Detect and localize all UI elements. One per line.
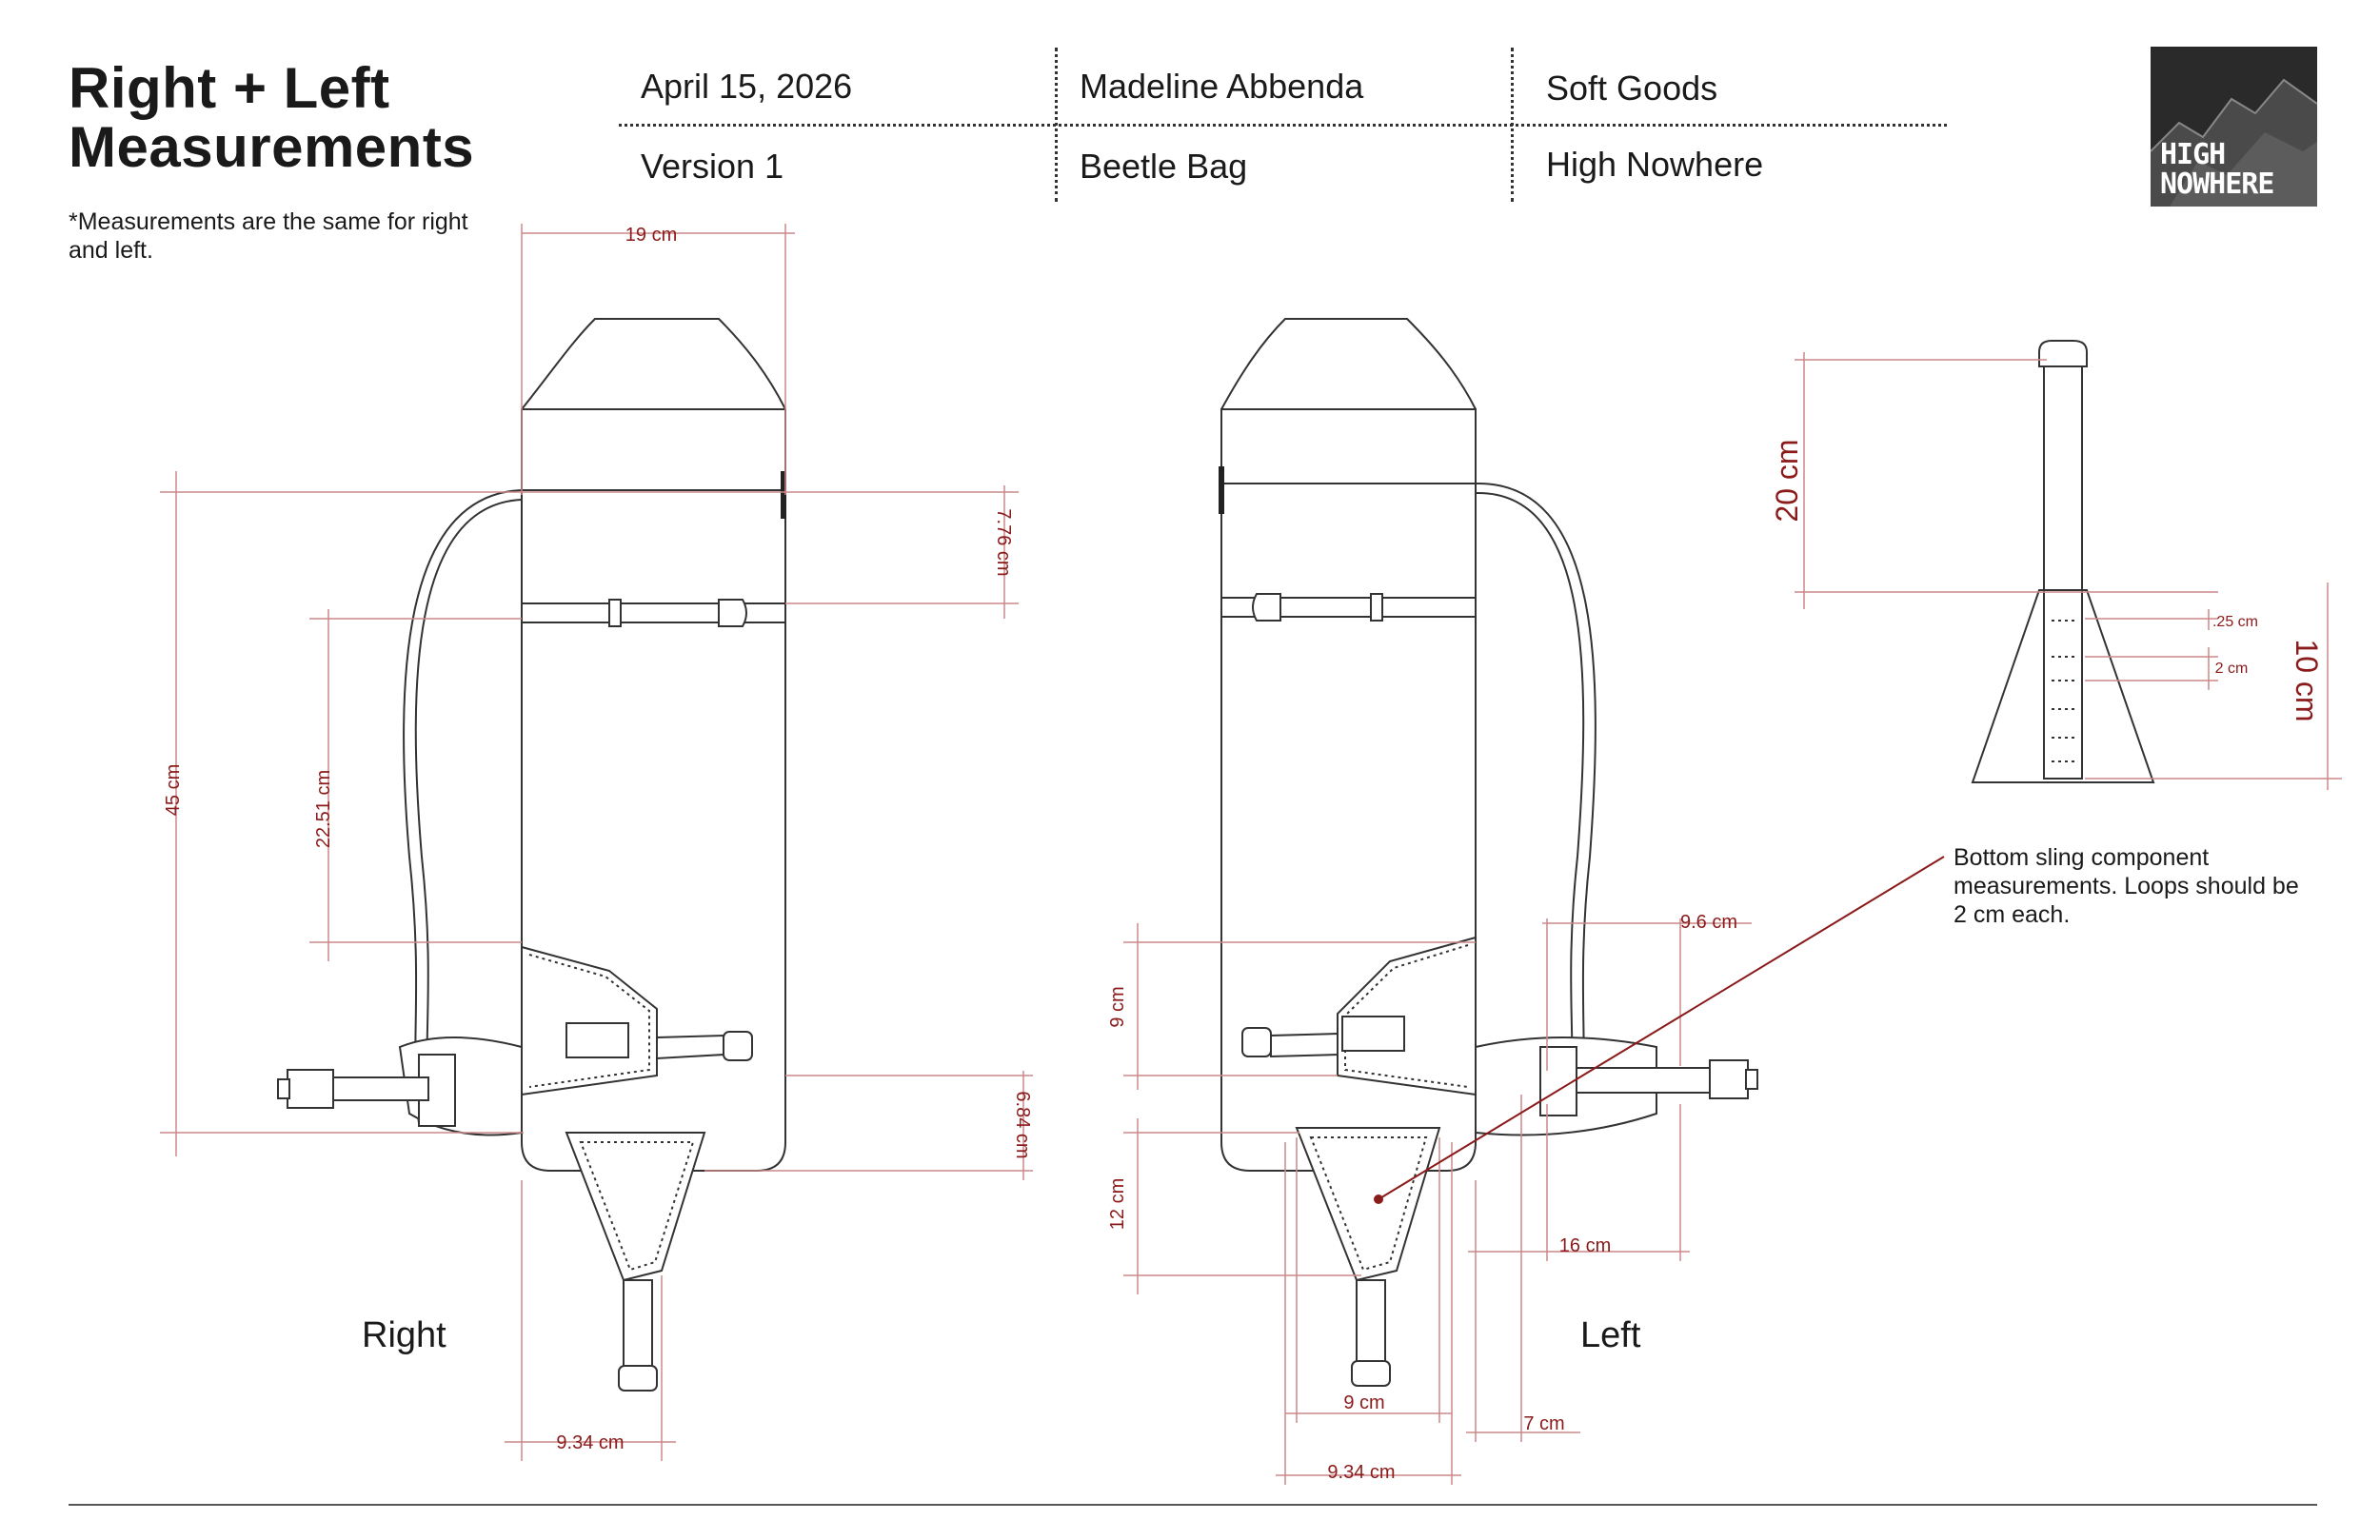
left-compression-strap [1220,597,1477,618]
dim-sling-length: 20 cm [1770,439,1804,522]
dim-left-hip: 9.6 cm [1680,912,1737,933]
dim-left-sling-depth: 12 cm [1107,1178,1128,1230]
buckle-icon [718,599,747,627]
header-separator-1 [1055,48,1058,202]
right-top-dome [521,318,786,491]
right-view-label: Right [362,1315,446,1355]
title-line-1: Right + Left [69,56,390,120]
buckle-icon [1252,593,1281,622]
footer-divider [69,1504,2317,1506]
dim-right-mid-section: 22.51 cm [313,770,334,848]
left-bag-view [1219,318,1758,1387]
sling-dimensions: 20 cm 10 cm .25 cm 2 cm [1770,352,2342,790]
dim-right-bottom-offset: 6.84 cm [1012,1091,1033,1158]
sling-strap [2043,365,2083,591]
dim-right-strap-height: 45 cm [163,764,184,816]
logo-mountain [2151,78,2317,207]
dim-right-sling-width: 9.34 cm [556,1432,624,1453]
dim-right-width: 19 cm [625,225,677,246]
sling-detail-view [1971,340,2155,783]
dim-loop-gap: .25 cm [2212,614,2258,630]
buckle-icon [723,1031,753,1061]
buckle-icon [1351,1360,1391,1387]
dim-left-sling-outer: 9.34 cm [1327,1462,1395,1483]
callout-leader [1378,856,1945,1200]
slider-icon [1370,593,1383,622]
dim-left-hip-span: 16 cm [1559,1235,1611,1256]
logo-text-line-2: NOWHERE [2160,168,2274,201]
dim-left-panel: 9 cm [1107,986,1128,1027]
left-view-label: Left [1580,1315,1641,1355]
slider-icon [608,599,622,627]
page-title: Right + Left Measurements [69,59,474,177]
right-bag-view [277,318,786,1392]
left-dimensions: 9 cm 12 cm 9.6 cm 16 cm 7 cm 9 cm 9.34 c… [1107,912,1752,1485]
right-dimensions: 19 cm 7.76 cm 45 cm 22.51 cm 6.84 cm 9.3… [160,224,1033,1461]
dim-right-top-section: 7.76 cm [993,508,1014,576]
header-brand: High Nowhere [1546,145,1764,184]
header-separator-2 [1511,48,1514,202]
measurement-note: *Measurements are the same for right and… [69,208,468,264]
buckle-icon [1241,1027,1272,1057]
left-shoulder-strap [1475,482,1597,1124]
header-product: Beetle Bag [1080,147,1248,186]
brand-logo: HIGH NOWHERE [2151,47,2317,207]
right-shoulder-strap [403,489,523,1124]
right-bottom-sling [565,1132,706,1282]
buckle-icon [618,1365,658,1392]
buckle-icon [287,1069,334,1109]
buckle-icon [2038,340,2088,367]
logo-text-line-1: HIGH [2160,138,2226,171]
sling-callout: Bottom sling component measurements. Loo… [1954,844,2299,928]
dim-left-sling-top: 9 cm [1343,1392,1384,1413]
header-date: April 15, 2026 [641,67,853,106]
left-bottom-sling [1295,1127,1441,1282]
header-category: Soft Goods [1546,69,1718,108]
dim-loop-size: 2 cm [2215,661,2249,677]
title-line-2: Measurements [69,115,475,179]
dim-left-offset: 7 cm [1523,1413,1564,1434]
buckle-icon [1709,1059,1749,1099]
header-designer: Madeline Abbenda [1080,67,1364,106]
header-version: Version 1 [641,147,784,186]
header-divider [619,124,1947,127]
dim-sling-cone: 10 cm [2290,639,2324,721]
